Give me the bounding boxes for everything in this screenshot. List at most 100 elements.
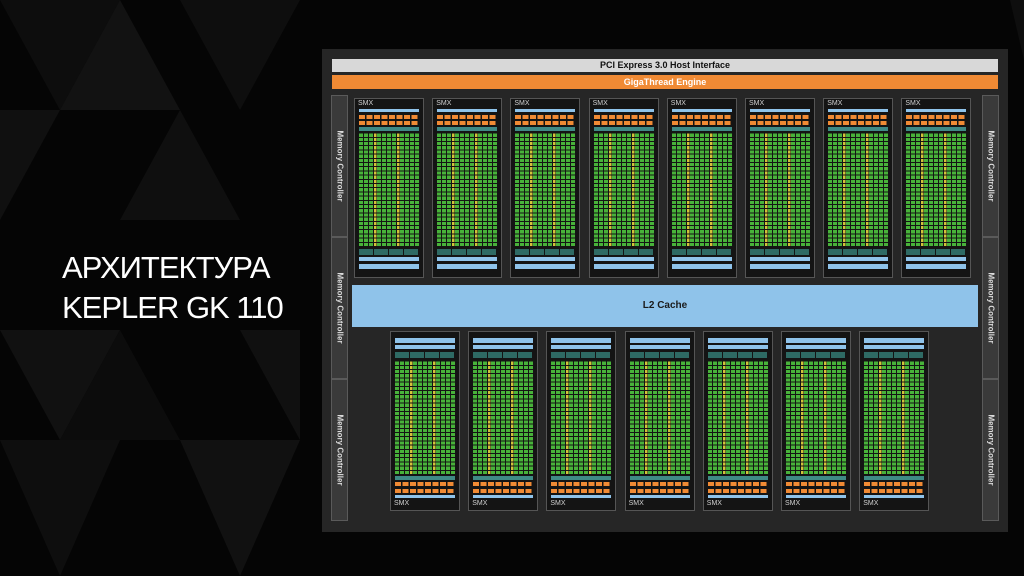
smx-block-top-8: SMX [901,98,972,278]
instruction-cache [473,495,534,498]
texture-cache [828,264,889,269]
warp-scheduler-row [671,115,732,119]
instruction-cache [515,109,576,112]
cuda-core-array [437,133,498,246]
instruction-cache [750,109,810,112]
instruction-cache [629,495,690,498]
smx-label: SMX [827,100,843,107]
dispatch-unit-row [671,121,732,125]
smx-block-top-4: SMX [588,98,659,278]
texture-cache [671,264,732,269]
dispatch-unit-row [906,121,967,125]
cuda-core-array [593,133,654,246]
texture-cache [786,338,846,343]
texture-cache [864,338,925,343]
slide-title-line-2: KEPLER GK 110 [62,290,284,325]
shared-memory [786,345,846,349]
texture-unit-row [359,249,419,255]
texture-unit-row [750,249,810,255]
instruction-cache [551,495,612,498]
warp-scheduler-row [906,115,967,119]
smx-label: SMX [706,500,722,507]
shared-memory [828,257,889,261]
register-file [437,127,498,131]
register-file [707,476,768,480]
instruction-cache [707,495,768,498]
l2-cache-block: L2 Cache [352,285,978,327]
smx-label: SMX [394,500,410,507]
cuda-core-array [473,361,534,474]
dispatch-unit-row [828,121,889,125]
smx-label: SMX [749,100,765,107]
cuda-core-array [551,361,612,474]
texture-unit-row [864,352,925,358]
register-file [750,127,810,131]
register-file [671,127,732,131]
cuda-core-array [707,361,768,474]
memory-controller-left-3: Memory Controller [331,379,348,521]
warp-scheduler-row [750,115,810,119]
register-file [359,127,419,131]
memory-controller-right-1: Memory Controller [982,95,999,237]
smx-block-bottom-3: SMX [546,331,617,511]
host-interface-bar: PCI Express 3.0 Host Interface [332,59,998,72]
shared-memory [473,345,534,349]
gigathread-engine-bar: GigaThread Engine [332,75,998,89]
slide-title: АРХИТЕКТУРА KEPLER GK 110 [62,248,284,328]
smx-block-bottom-1: SMX [390,331,460,511]
cuda-core-array [786,361,846,474]
shared-memory [671,257,732,261]
smx-label: SMX [785,500,801,507]
register-file [864,476,925,480]
slide-title-line-1: АРХИТЕКТУРА [62,250,270,285]
smx-label: SMX [358,100,374,107]
smx-label: SMX [592,100,608,107]
warp-scheduler-row [515,115,576,119]
cuda-core-array [515,133,576,246]
instruction-cache [864,495,925,498]
smx-label: SMX [863,500,879,507]
instruction-cache [359,109,419,112]
instruction-cache [906,109,967,112]
texture-unit-row [473,352,534,358]
smx-label: SMX [628,500,644,507]
texture-cache [515,264,576,269]
texture-cache [473,338,534,343]
smx-block-top-3: SMX [510,98,581,278]
memory-controller-label: Memory Controller [335,414,344,486]
cuda-core-array [359,133,419,246]
instruction-cache [593,109,654,112]
texture-cache [906,264,967,269]
cuda-core-array [671,133,732,246]
texture-cache [359,264,419,269]
register-file [906,127,967,131]
shared-memory [864,345,925,349]
dispatch-unit-row [707,482,768,486]
texture-unit-row [786,352,846,358]
smx-block-top-6: SMX [745,98,815,278]
texture-cache [437,264,498,269]
warp-scheduler-row [359,115,419,119]
dispatch-unit-row [593,121,654,125]
instruction-cache [437,109,498,112]
warp-scheduler-row [473,489,534,493]
smx-block-top-5: SMX [666,98,737,278]
dispatch-unit-row [437,121,498,125]
warp-scheduler-row [786,489,846,493]
smx-block-top-7: SMX [823,98,894,278]
cuda-core-array [864,361,925,474]
warp-scheduler-row [395,489,455,493]
instruction-cache [828,109,889,112]
memory-controller-right-2: Memory Controller [982,237,999,379]
warp-scheduler-row [828,115,889,119]
dispatch-unit-row [515,121,576,125]
texture-cache [750,264,810,269]
shared-memory [750,257,810,261]
dispatch-unit-row [359,121,419,125]
cuda-core-array [395,361,455,474]
instruction-cache [671,109,732,112]
texture-unit-row [707,352,768,358]
dispatch-unit-row [473,482,534,486]
texture-cache [395,338,455,343]
